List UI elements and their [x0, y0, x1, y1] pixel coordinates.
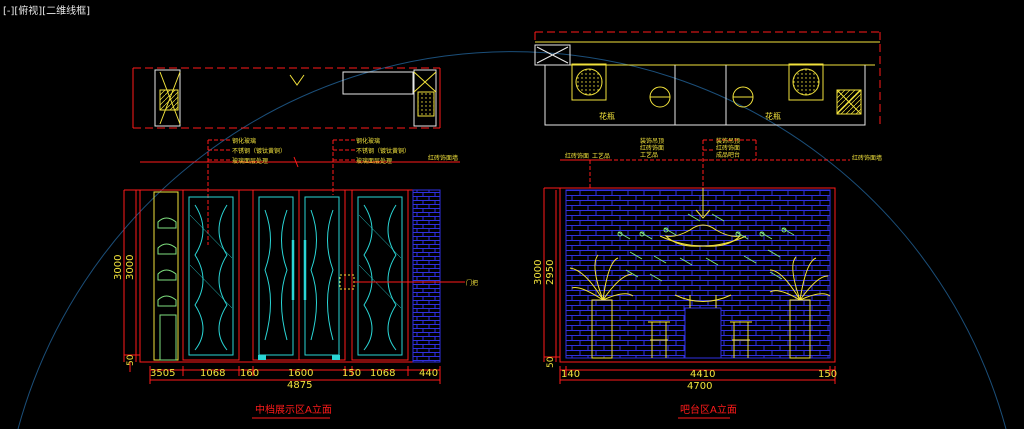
- left-note-1: 钢化玻璃: [232, 137, 256, 145]
- chandelier: [659, 188, 747, 247]
- double-door: [252, 189, 346, 361]
- left-dim-total: 4875: [287, 380, 312, 391]
- left-drawing-labels: 钢化玻璃 不锈钢（镀钛黄铜） 玻璃面层处理 钢化玻璃 不锈钢（镀钛黄铜） 玻璃面…: [113, 137, 478, 416]
- left-elevation-drawing: [123, 67, 465, 384]
- potted-plant-left: [569, 254, 634, 359]
- right-note-mid-2: 红砖饰面: [640, 144, 664, 152]
- wine-bottles: [617, 213, 795, 282]
- right-drawing-title: 吧台区A立面: [680, 403, 737, 416]
- left-far-right-note: 红砖饰面墙: [428, 154, 458, 162]
- bar-stool-right: [730, 321, 752, 358]
- right-note-mid-1: 装饰吊顶: [640, 137, 664, 145]
- plan-label-left: 花瓶: [599, 111, 615, 121]
- left-dim-height-outer: 3000: [113, 255, 124, 280]
- left-dim-3: 160: [240, 368, 259, 379]
- right-far-right-note: 红砖饰面墙: [852, 154, 882, 162]
- potted-plant-right: [769, 256, 831, 359]
- right-note-right-1: 装饰吊顶: [716, 137, 740, 145]
- right-dim-total: 4700: [687, 381, 712, 392]
- left-drawing-title: 中档展示区A立面: [255, 403, 332, 416]
- mid-note-3: 玻璃面层处理: [356, 157, 392, 165]
- bar-counter: [674, 294, 732, 359]
- left-dim-2: 1068: [200, 368, 225, 379]
- right-dim-height-base: 50: [546, 356, 556, 368]
- right-note-left-1: 红砖饰面: [565, 152, 589, 160]
- left-dim-4: 1600: [288, 368, 313, 379]
- left-dim-5: 150: [342, 368, 361, 379]
- right-drawing-labels: 红砖饰面 工艺品 装饰吊顶 红砖饰面 工艺品 装饰吊顶 红砖饰面 成品吧台 红砖…: [533, 111, 882, 416]
- left-dim-1: 3505: [150, 368, 175, 379]
- right-dim-1: 140: [561, 369, 580, 380]
- right-note-left-2: 工艺品: [592, 152, 610, 160]
- right-dim-3: 150: [818, 369, 837, 380]
- bar-stool-left: [648, 321, 670, 358]
- glass-panel-left: [182, 189, 240, 361]
- right-note-right-3: 成品吧台: [716, 151, 740, 159]
- left-dim-height-inner: 3000: [125, 255, 136, 280]
- right-dim-height-inner: 2950: [545, 260, 556, 285]
- left-dim-6: 1068: [370, 368, 395, 379]
- right-note-right-2: 红砖饰面: [716, 144, 740, 152]
- mid-note-1: 钢化玻璃: [356, 137, 380, 145]
- right-note-mid-3: 工艺品: [640, 151, 658, 159]
- glass-panel-right: [351, 189, 409, 361]
- shoe-display-items: [157, 217, 177, 307]
- right-dim-height-outer: 3000: [533, 260, 544, 285]
- left-dim-7: 440: [419, 368, 438, 379]
- viewport-label[interactable]: [-][俯视][二维线框]: [3, 6, 91, 17]
- door-handle-note: 门把: [466, 279, 478, 287]
- left-dim-height-base: 50: [126, 354, 136, 366]
- left-note-3: 玻璃面层处理: [232, 157, 268, 165]
- view-boundary-arc: [17, 51, 1007, 429]
- left-plan-section: [132, 67, 441, 129]
- right-elevation-drawing: [534, 31, 881, 384]
- left-note-2: 不锈钢（镀钛黄铜）: [232, 147, 286, 155]
- mid-note-2: 不锈钢（镀钛黄铜）: [356, 147, 410, 155]
- right-dim-2: 4410: [690, 369, 715, 380]
- plan-label-right: 花瓶: [765, 111, 781, 121]
- right-plan-section: [534, 31, 881, 128]
